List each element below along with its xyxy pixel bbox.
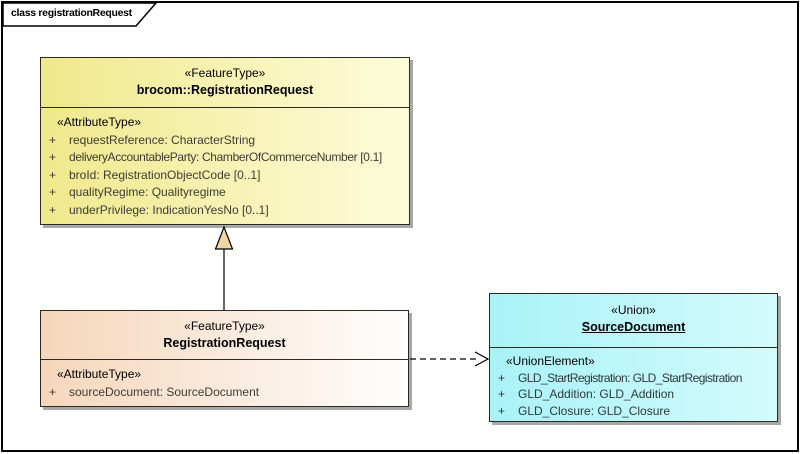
compartment-stereotype: «AttributeType» xyxy=(57,115,142,129)
visibility-public-sign: + xyxy=(49,202,57,217)
attribute-row[interactable]: + broId: RegistrationObjectCode [0..1] xyxy=(41,167,409,185)
attribute-row[interactable]: + deliveryAccountableParty: ChamberOfCom… xyxy=(41,149,409,167)
class-box-source-document[interactable]: «Union» SourceDocument «UnionElement» + … xyxy=(489,293,778,422)
attribute-signature: qualityRegime: Qualityregime xyxy=(69,185,226,199)
class-name: brocom::RegistrationRequest xyxy=(136,82,314,97)
class-header: «FeatureType» brocom::RegistrationReques… xyxy=(41,58,409,108)
attribute-signature: underPrivilege: IndicationYesNo [0..1] xyxy=(69,202,269,217)
visibility-public-sign: + xyxy=(49,150,57,164)
class-name: SourceDocument xyxy=(581,319,686,334)
class-box-registration-request[interactable]: «FeatureType» RegistrationRequest «Attri… xyxy=(40,310,409,407)
class-box-brocom-registration-request[interactable]: «FeatureType» brocom::RegistrationReques… xyxy=(40,57,410,225)
attribute-row[interactable]: + GLD_Closure: GLD_Closure xyxy=(490,403,777,420)
attribute-signature: broId: RegistrationObjectCode [0..1] xyxy=(69,167,261,182)
attribute-row[interactable]: + qualityRegime: Qualityregime xyxy=(41,184,409,202)
class-header: «FeatureType» RegistrationRequest xyxy=(41,311,408,360)
attribute-signature: requestReference: CharacterString xyxy=(69,132,256,147)
class-stereotype: «FeatureType» xyxy=(184,66,266,80)
attribute-signature: deliveryAccountableParty: ChamberOfComme… xyxy=(69,150,382,164)
attributes-compartment: «AttributeType» + sourceDocument: Source… xyxy=(41,360,408,401)
visibility-public-sign: + xyxy=(49,185,57,199)
class-name: RegistrationRequest xyxy=(163,335,286,350)
visibility-public-sign: + xyxy=(49,132,57,147)
attribute-signature: sourceDocument: SourceDocument xyxy=(69,384,260,399)
attribute-row[interactable]: + sourceDocument: SourceDocument xyxy=(41,384,408,402)
class-header: «Union» SourceDocument xyxy=(490,294,777,348)
attributes-compartment: «AttributeType» + requestReference: Char… xyxy=(41,108,409,219)
compartment-stereotype: «UnionElement» xyxy=(506,354,595,368)
attribute-row[interactable]: + requestReference: CharacterString xyxy=(41,132,409,150)
visibility-public-sign: + xyxy=(49,384,57,399)
attribute-signature: GLD_Closure: GLD_Closure xyxy=(518,403,671,418)
visibility-public-sign: + xyxy=(498,403,506,418)
attribute-signature: GLD_StartRegistration: GLD_StartRegistra… xyxy=(518,370,742,385)
visibility-public-sign: + xyxy=(49,167,57,182)
title-tab-shape xyxy=(3,3,157,27)
class-stereotype: «FeatureType» xyxy=(184,319,265,333)
compartment-stereotype: «AttributeType» xyxy=(57,367,142,381)
visibility-public-sign: + xyxy=(498,370,506,385)
class-stereotype: «Union» xyxy=(611,303,656,317)
attribute-row[interactable]: + GLD_StartRegistration: GLD_StartRegist… xyxy=(490,370,777,387)
attribute-row[interactable]: + GLD_Addition: GLD_Addition xyxy=(490,386,777,403)
visibility-public-sign: + xyxy=(498,387,506,401)
diagram-title: class registrationRequest xyxy=(11,7,132,19)
attributes-compartment: «UnionElement» + GLD_StartRegistration: … xyxy=(490,348,777,419)
diagram-title-tab xyxy=(3,3,157,27)
attribute-row[interactable]: + underPrivilege: IndicationYesNo [0..1] xyxy=(41,202,409,220)
attribute-signature: GLD_Addition: GLD_Addition xyxy=(518,387,675,401)
